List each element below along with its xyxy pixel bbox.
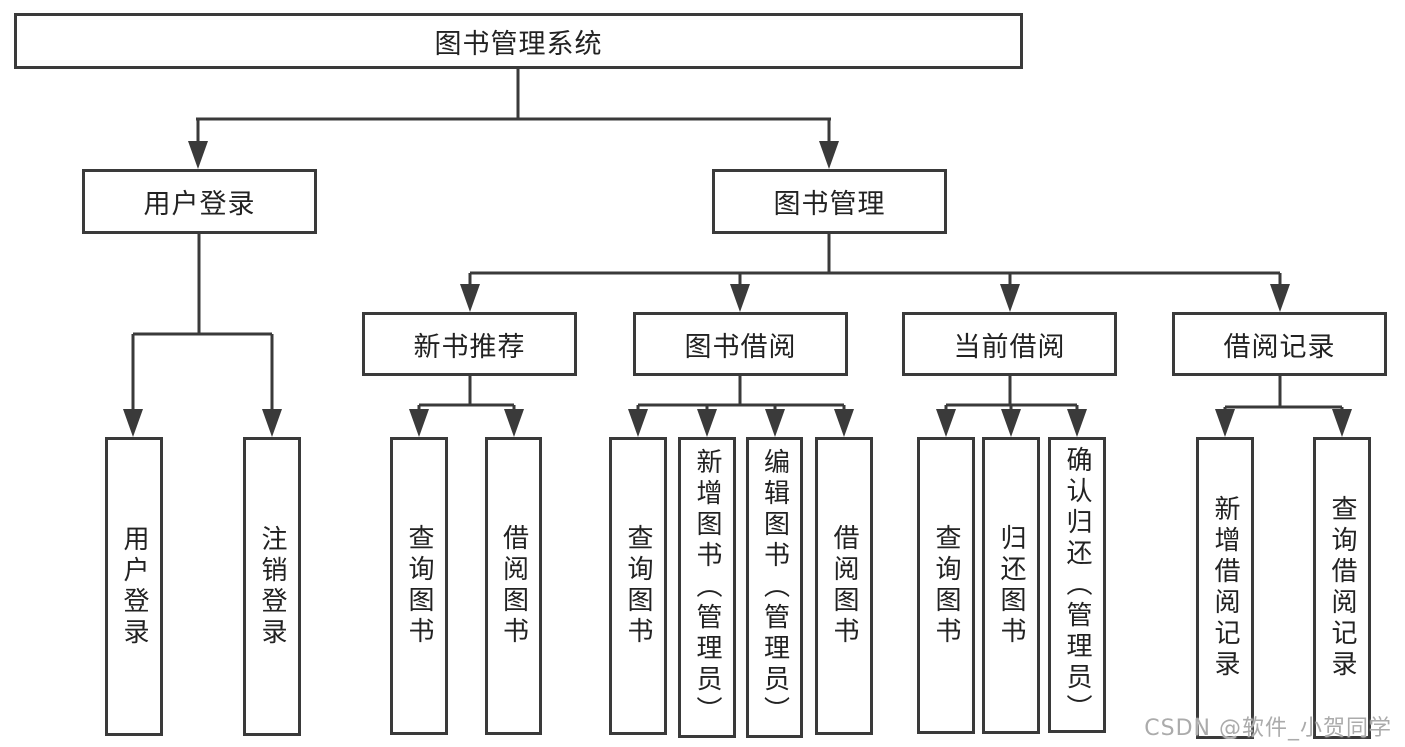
leaf-label: 归还图书 <box>996 523 1026 648</box>
connector-book-mgmt-to-sections <box>460 233 1290 312</box>
leaf-label: 新增借阅记录 <box>1210 495 1240 681</box>
node-root: 图书管理系统 <box>14 13 1023 69</box>
leaf-label: 借阅图书 <box>829 524 859 648</box>
leaf-edit-books-admin: 编辑图书（管理员） <box>746 437 803 738</box>
node-new-book-recommend: 新书推荐 <box>362 312 577 376</box>
leaf-query-books-3: 查询图书 <box>917 437 975 734</box>
node-label: 新书推荐 <box>413 331 526 363</box>
leaf-label: 新增图书（管理员） <box>692 448 722 727</box>
node-label: 当前借阅 <box>953 331 1066 363</box>
leaf-user-login: 用户登录 <box>105 437 163 736</box>
node-borrowing-records: 借阅记录 <box>1172 312 1387 376</box>
leaf-query-books-1: 查询图书 <box>390 437 448 735</box>
leaf-query-borrow-record: 查询借阅记录 <box>1313 437 1371 739</box>
leaf-logout: 注销登录 <box>243 437 301 736</box>
leaf-label: 注销登录 <box>257 524 287 649</box>
node-root-label: 图书管理系统 <box>434 28 603 60</box>
leaf-label: 编辑图书（管理员） <box>759 448 790 727</box>
connector-borrow-records-leaves <box>1215 376 1352 437</box>
leaf-label: 用户登录 <box>119 524 149 649</box>
leaf-label: 查询图书 <box>404 524 434 648</box>
node-book-borrowing: 图书借阅 <box>633 312 848 376</box>
leaf-confirm-return-admin: 确认归还（管理员） <box>1048 437 1106 733</box>
leaf-borrow-books-1: 借阅图书 <box>485 437 542 735</box>
watermark: CSDN @软件_小贺同学 <box>1144 716 1392 741</box>
node-label: 用户登录 <box>143 189 256 220</box>
connector-book-borrow-leaves <box>628 376 854 437</box>
connector-current-borrow-leaves <box>936 376 1087 437</box>
leaf-label: 查询借阅记录 <box>1327 495 1357 681</box>
leaf-label: 查询图书 <box>931 523 961 648</box>
leaf-label: 借阅图书 <box>498 524 529 648</box>
leaf-query-books-2: 查询图书 <box>609 437 667 735</box>
node-book-management: 图书管理 <box>712 169 947 234</box>
leaf-label: 确认归还（管理员） <box>1062 445 1092 725</box>
node-label: 图书借阅 <box>684 331 797 363</box>
leaf-borrow-books-2: 借阅图书 <box>815 437 873 735</box>
leaf-return-books: 归还图书 <box>982 437 1040 734</box>
connector-root-to-branches <box>188 69 839 169</box>
node-user-login-branch: 用户登录 <box>82 169 317 234</box>
connector-new-book-leaves <box>409 376 524 437</box>
leaf-add-books-admin: 新增图书（管理员） <box>678 437 736 738</box>
node-current-borrowing: 当前借阅 <box>902 312 1117 376</box>
leaf-add-borrow-record: 新增借阅记录 <box>1196 437 1254 739</box>
leaf-label: 查询图书 <box>623 524 653 648</box>
node-label: 借阅记录 <box>1223 331 1336 363</box>
node-label: 图书管理 <box>773 189 886 220</box>
connector-user-login-to-leaves <box>123 233 282 437</box>
